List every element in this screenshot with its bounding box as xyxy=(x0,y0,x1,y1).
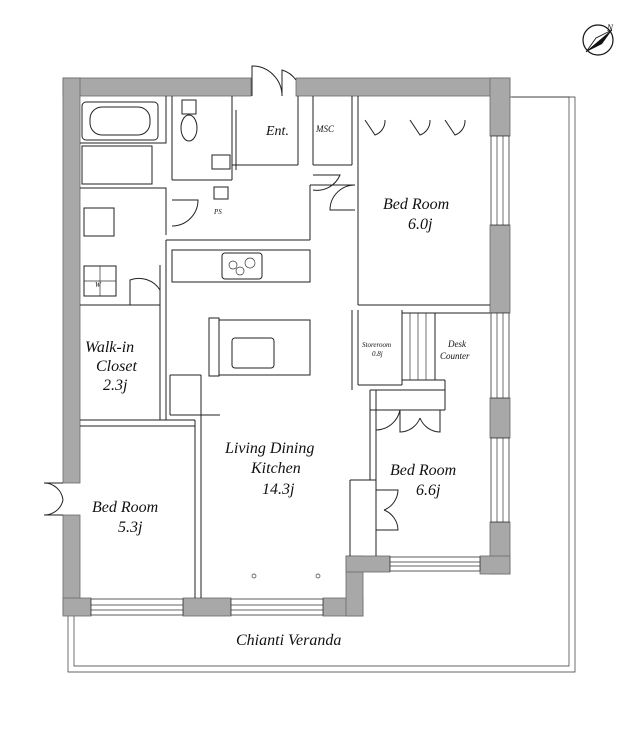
msc-label: MSC xyxy=(315,124,335,134)
windows xyxy=(90,135,510,616)
bed-east-name: Bed Room xyxy=(390,462,456,479)
fixtures xyxy=(81,99,427,579)
ldk-line2: Kitchen xyxy=(250,460,301,477)
walkin-line2: Closet xyxy=(96,358,137,375)
pipe-shaft xyxy=(213,186,229,200)
compass-label: N xyxy=(606,23,614,33)
stove-icon xyxy=(221,252,263,280)
washer-label: W xyxy=(95,281,102,289)
toilet-bowl xyxy=(180,114,198,142)
kitchen-sink xyxy=(231,337,275,369)
bed-north-size: 6.0j xyxy=(408,216,433,233)
veranda-label: Chianti Veranda xyxy=(236,632,341,649)
bed-west-size: 5.3j xyxy=(118,519,143,536)
toilet-tank xyxy=(181,99,197,115)
storeroom-size: 0.8j xyxy=(372,350,383,358)
bed-north-name: Bed Room xyxy=(383,196,449,213)
shower-area xyxy=(81,145,153,185)
entrance-label: Ent. xyxy=(265,124,289,139)
storeroom-name: Storeroom xyxy=(362,341,391,349)
doors xyxy=(43,65,466,531)
walkin-line1: Walk-in xyxy=(85,339,134,356)
hand-sink xyxy=(211,154,231,170)
veranda-outline xyxy=(67,96,576,673)
desk-line2: Counter xyxy=(440,351,470,361)
bed-west-name: Bed Room xyxy=(92,499,158,516)
north-arrow-icon: N xyxy=(582,23,614,56)
ps-label: PS xyxy=(213,208,222,216)
walkin-size: 2.3j xyxy=(103,377,128,394)
desk-shelves xyxy=(409,313,427,380)
bed-east-size: 6.6j xyxy=(416,482,441,499)
room-labels: Ent. MSC PS Bed Room 6.0j Walk-in Closet… xyxy=(85,124,470,649)
vanity-sink xyxy=(83,207,115,237)
interior-walls xyxy=(80,96,490,598)
desk-line1: Desk xyxy=(447,339,467,349)
ldk-size: 14.3j xyxy=(262,481,295,498)
ldk-line1: Living Dining xyxy=(224,440,314,457)
